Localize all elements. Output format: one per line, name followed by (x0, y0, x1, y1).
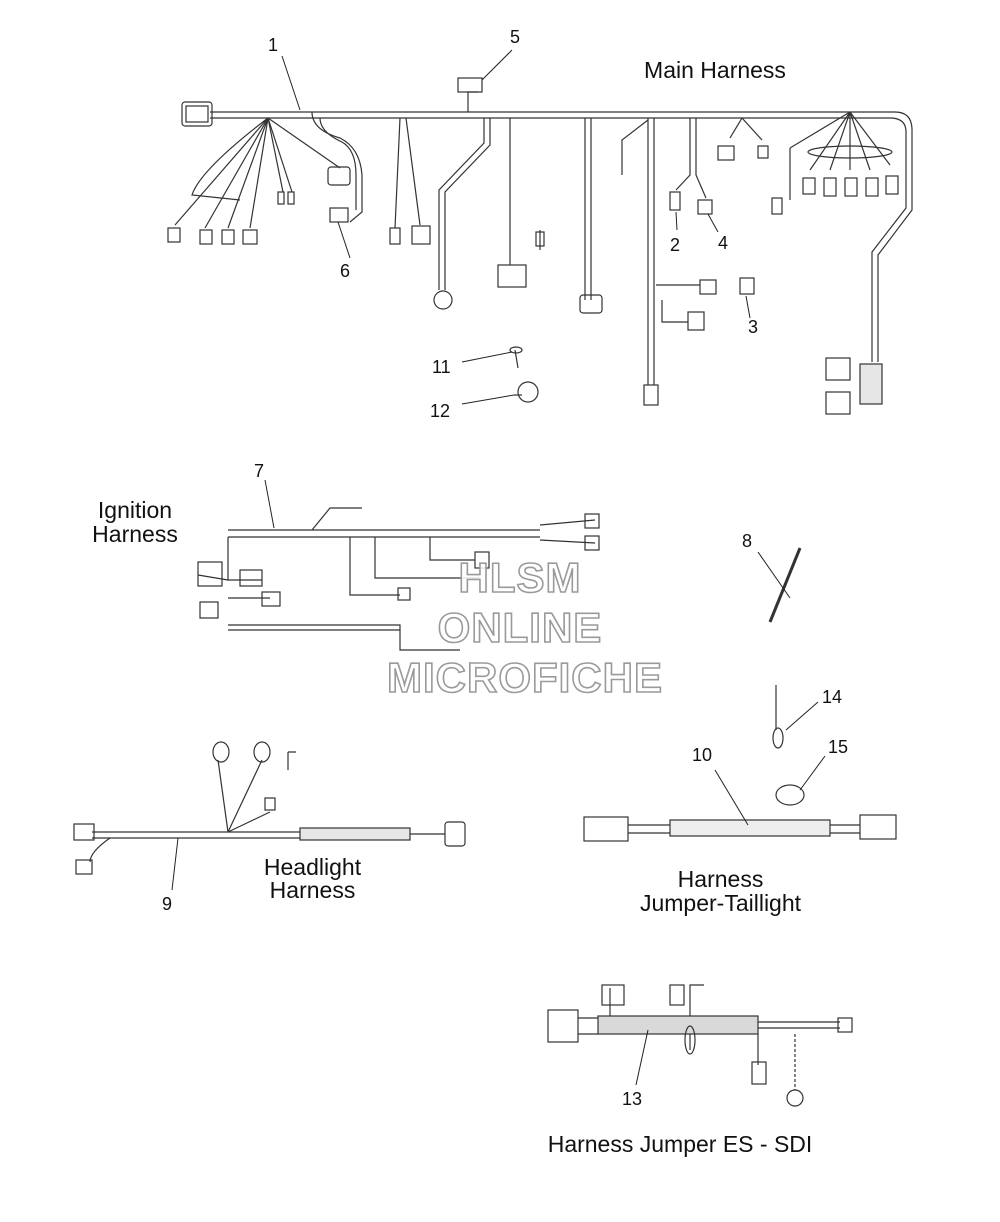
callout-14: 14 (822, 687, 843, 707)
main-harness-title: Main Harness (644, 57, 786, 83)
callout-1: 1 (268, 35, 279, 55)
item-8-drawing (768, 547, 802, 623)
callout-13: 13 (622, 1089, 643, 1109)
callout-4: 4 (718, 233, 729, 253)
callout-10: 10 (692, 745, 713, 765)
ignition-harness-title-line1: Ignition (97, 497, 173, 523)
watermark-line2: ONLINE (437, 604, 603, 652)
callout-11: 11 (432, 357, 451, 377)
taillight-jumper-title-line1: Harness (677, 866, 764, 892)
callout-3: 3 (748, 317, 759, 337)
headlight-harness-title-line1: Headlight (263, 854, 362, 880)
callout-15: 15 (828, 737, 849, 757)
callout-5: 5 (510, 27, 521, 47)
watermark-line3: MICROFICHE (386, 654, 663, 702)
leader-lines (171, 49, 826, 1086)
callout-7: 7 (254, 461, 265, 481)
callout-9: 9 (162, 894, 173, 914)
callout-2: 2 (670, 235, 681, 255)
callout-6: 6 (340, 261, 351, 281)
main-harness-drawing (167, 77, 913, 415)
callout-12: 12 (430, 401, 451, 421)
ignition-harness-drawing (197, 507, 600, 651)
callout-8: 8 (742, 531, 753, 551)
headlight-harness-title-line2: Harness (269, 877, 356, 903)
headlight-harness-drawing (73, 741, 466, 875)
es-sdi-jumper-drawing (547, 984, 853, 1107)
es-sdi-jumper-title: Harness Jumper ES - SDI (547, 1131, 813, 1157)
taillight-jumper-drawing (583, 685, 897, 842)
ignition-harness-title-line2: Harness (92, 521, 178, 547)
taillight-jumper-title-line2: Jumper-Taillight (639, 890, 802, 916)
watermark-line1: HLSM (458, 554, 582, 602)
